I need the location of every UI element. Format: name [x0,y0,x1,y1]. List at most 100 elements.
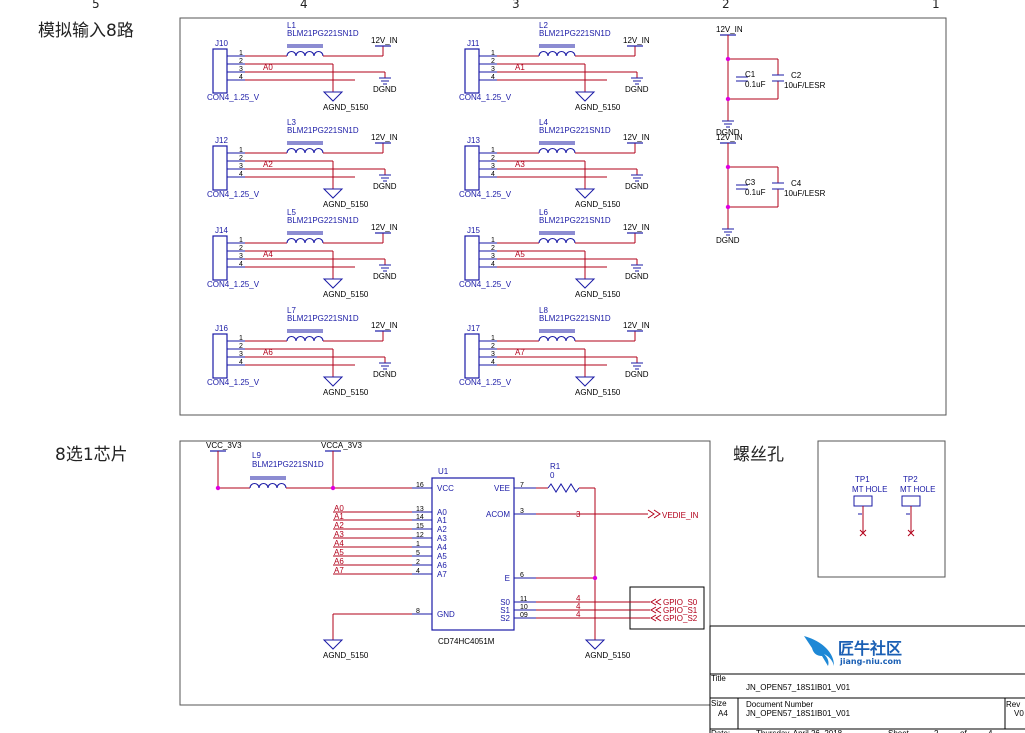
power-label: 12V_IN [623,36,650,45]
capacitor-value: 0.1uF [745,80,766,89]
junction-dot [725,56,731,62]
logo-text: 匠牛社区 [838,639,902,658]
logo-bull-icon [804,636,834,666]
inductor-ref: L8 [539,306,548,315]
power-label: 12V_IN [371,223,398,232]
resistor-zigzag [547,483,580,493]
pin-name: A2 [437,525,447,534]
pin-number: 3 [520,508,524,515]
pin-name: A6 [437,561,447,570]
connector-ref: J15 [467,226,480,235]
junction-dot [725,96,731,102]
junction-dot [215,485,221,491]
inductor-coil [538,335,576,342]
capacitor-value: 0.1uF [745,188,766,197]
inductor-coil [538,50,576,57]
pin-number: 11 [520,596,527,603]
test-point-pad [901,495,921,507]
agnd-symbol [584,639,606,650]
power-label: 12V_IN [623,223,650,232]
title-value: JN_OPEN57_18S1IB01_V01 [746,683,851,692]
connector-body [464,235,480,281]
pin-number: 13 [416,506,424,513]
inductor-ref: L6 [539,208,548,217]
no-connect-x [859,529,867,537]
inductor-coil [286,50,324,57]
inductor-coil [249,482,287,489]
offpage-arrow [650,614,662,622]
date-label: Date: [711,729,730,733]
net-label: A2 [334,521,344,530]
net-label: A4 [334,539,344,548]
pin-name: A5 [437,552,447,561]
pin-number: 2 [491,155,495,162]
pin-number: 10 [520,604,528,611]
pin-name: S1 [500,606,510,615]
pin-name: A1 [437,516,447,525]
net-label: A3 [515,160,525,169]
ground-label: DGND [373,85,397,94]
pin-number: 2 [491,58,495,65]
channel-A6: J16CON4_1.25_V1234L7BLM21PG221SN1D12V_IN… [207,306,398,397]
agnd-symbol [322,91,344,102]
inductor-part: BLM21PG221SN1D [287,314,359,323]
connector-ref: J14 [215,226,228,235]
test-point-pad [853,495,873,507]
pin-number: 2 [239,245,243,252]
connector-body [212,235,228,281]
ruler-number-1: 1 [932,0,940,11]
size-value: A4 [718,709,728,718]
ground-label: DGND [625,182,649,191]
pin-number: 1 [491,50,495,57]
pin-number: 4 [239,359,243,366]
inductor-ref: L4 [539,118,548,127]
ground-label: DGND [625,272,649,281]
junction-dot [330,485,336,491]
pin-number: 1 [239,237,243,244]
net-label: A0 [263,63,273,72]
pin-number: 4 [239,171,243,178]
offpage-arrow [647,509,661,519]
inductor-part: BLM21PG221SN1D [287,126,359,135]
pin-number: 1 [491,237,495,244]
docnum-label: Document Number [746,700,813,709]
inductor-part: BLM21PG221SN1D [539,216,611,225]
channel-A7: J17CON4_1.25_V1234L8BLM21PG221SN1D12V_IN… [459,306,650,397]
net-label: A1 [515,63,525,72]
inductor-ref: L7 [287,306,296,315]
connector-part: CON4_1.25_V [207,280,260,289]
pin-number: 5 [416,550,420,557]
ground-label: DGND [716,128,740,137]
channel-A5: J15CON4_1.25_V1234L6BLM21PG221SN1D12V_IN… [459,208,650,299]
page-ref: 3 [576,510,581,519]
inductor-part: BLM21PG221SN1D [539,126,611,135]
pin-number: 6 [520,572,524,579]
inductor-coil [286,147,324,154]
connector-body [212,48,228,94]
agnd-symbol [322,188,344,199]
connector-body [464,145,480,191]
test-point-label: MT HOLE [900,485,935,494]
title-label: Title [711,674,726,683]
inductor-part: BLM21PG221SN1D [252,460,324,469]
connector-ref: J13 [467,136,480,145]
title-block [709,625,1025,733]
mux-frame [179,440,711,706]
net-label: A6 [334,557,344,566]
inductor-ref: L3 [287,118,296,127]
ruler-number-3: 3 [512,0,520,11]
page-ref: 4 [576,610,581,619]
ground-label: DGND [625,85,649,94]
pin-number: 3 [239,66,243,73]
agnd-symbol [574,278,596,289]
connector-body [464,48,480,94]
net-label: A4 [263,250,273,259]
inductor-ref: L1 [287,21,296,30]
inductor-part: BLM21PG221SN1D [539,314,611,323]
inductor-coil [286,335,324,342]
connector-part: CON4_1.25_V [459,280,512,289]
channel-A1: J11CON4_1.25_V1234L2BLM21PG221SN1D12V_IN… [459,21,650,112]
ground-label: DGND [373,272,397,281]
channel-A4: J14CON4_1.25_V1234L5BLM21PG221SN1D12V_IN… [207,208,398,299]
power-label: VCCA_3V3 [321,441,362,450]
